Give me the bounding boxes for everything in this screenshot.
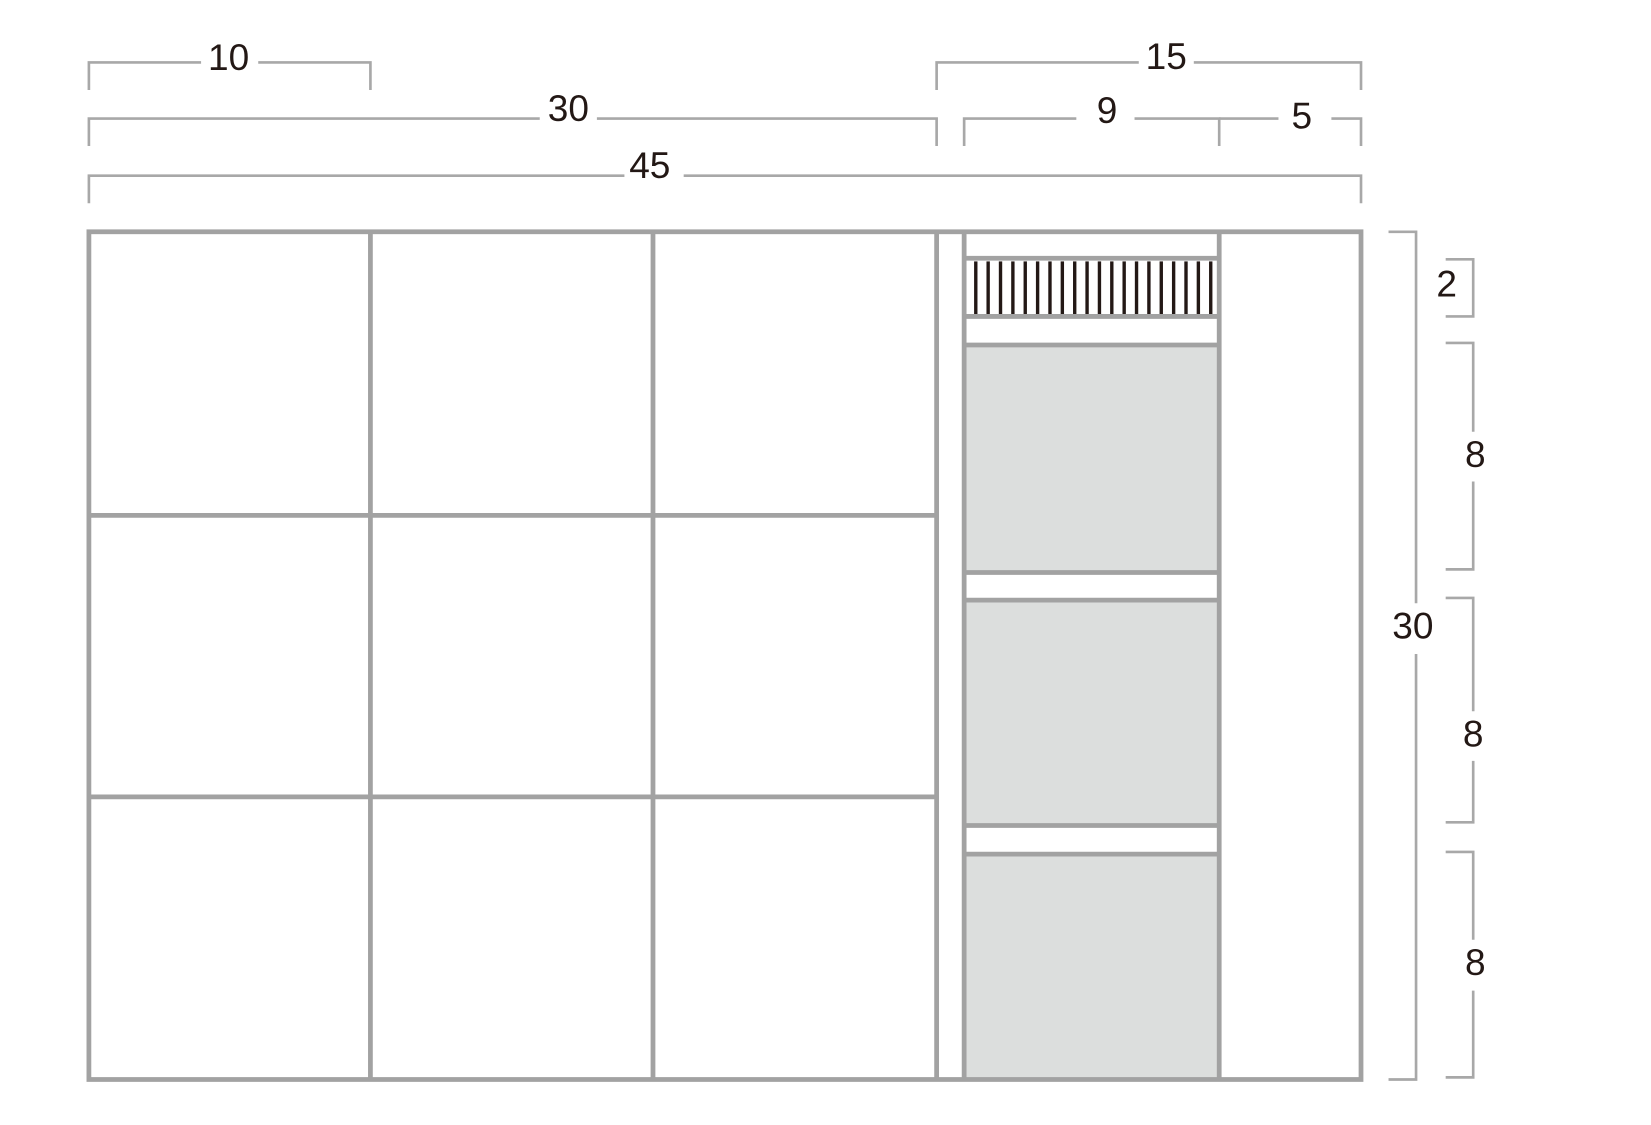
dimension-label: 9 [1097,89,1118,131]
drawer-1 [966,347,1218,572]
dimension-label: 30 [548,87,589,129]
dimension-label: 30 [1392,604,1433,646]
drawers [966,347,1218,1079]
dimension-2: 2 [1436,257,1475,318]
dimension-8-drawer-1: 8 [1445,341,1486,571]
dimension-label: 15 [1146,35,1187,77]
dimension-45: 45 [87,144,1363,204]
dimension-label: 8 [1463,712,1484,754]
cabinet-frame [86,229,1364,1082]
dimension-label: 5 [1291,94,1312,136]
vent-stripes [974,261,1213,315]
dimension-label: 8 [1465,941,1486,983]
dimension-label: 45 [629,144,670,186]
drawer-3 [966,856,1218,1079]
dimension-30-height: 30 [1388,230,1433,1081]
dimension-15: 15 [935,35,1363,90]
dimension-30-width: 30 [87,87,938,147]
dimension-label: 10 [208,36,249,78]
dimension-8-drawer-3: 8 [1445,850,1486,1079]
dimension-5: 5 [1219,94,1363,147]
drawer-2 [966,602,1218,825]
dimension-9: 9 [962,89,1221,147]
dimension-label: 8 [1465,433,1486,475]
dimension-8-drawer-2: 8 [1445,596,1484,824]
dimension-label: 2 [1436,263,1457,305]
dimension-10: 10 [87,36,372,90]
